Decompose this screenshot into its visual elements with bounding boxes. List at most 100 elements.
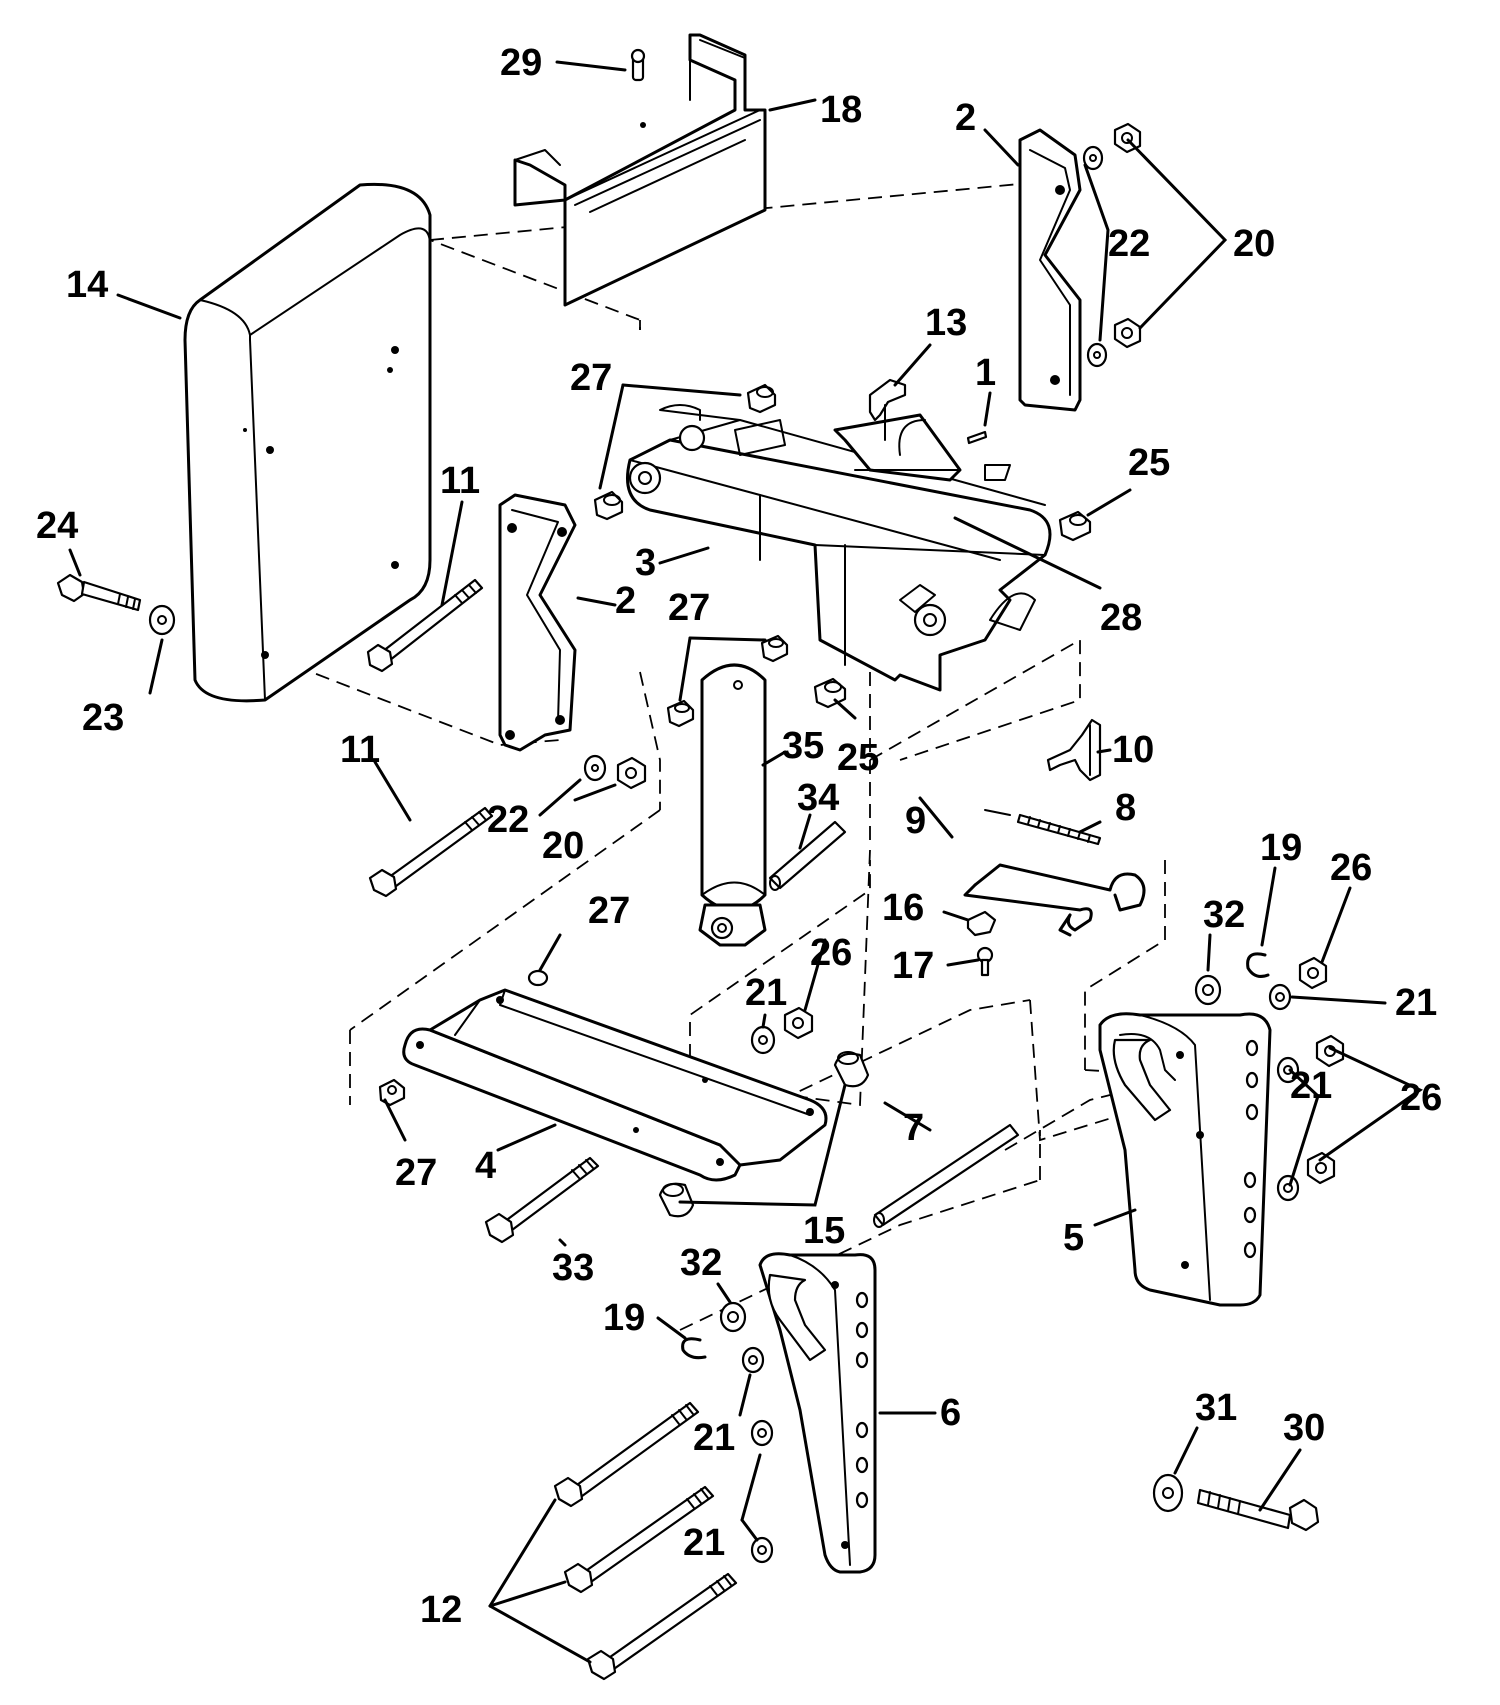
callout-19-left: 19 [603,1297,645,1339]
part-27-bushing-mid [593,490,624,521]
callout-7: 7 [903,1107,924,1149]
part-13-lock-lever [868,378,907,441]
callout-2-upper: 2 [955,97,976,139]
part-34-pin [768,820,847,891]
callout-8: 8 [1115,787,1136,829]
part-19-clip-right [1246,952,1270,978]
part-35-cylinder [698,663,767,947]
callout-19-right: 19 [1260,827,1302,869]
callout-31: 31 [1195,1387,1237,1429]
callout-28: 28 [1100,597,1142,639]
part-6-clamp-bracket-left [758,1252,877,1574]
part-12-bolt-c [586,1572,738,1681]
part-26-nut-mid [783,1006,814,1040]
callout-20-upper: 20 [1233,223,1275,265]
part-21-washer-left-a [741,1346,765,1374]
part-15-spacer-lower [658,1182,695,1218]
callout-24: 24 [36,505,78,547]
part-23-washer [148,604,176,636]
part-11-bolt-lower [368,806,494,898]
part-21-washer-mid [750,1025,776,1055]
callout-32-left: 32 [680,1242,722,1284]
part-24-bolt [56,573,142,612]
part-3-swivel-bracket [626,404,1052,692]
callout-2-lower: 2 [615,580,636,622]
callout-4: 4 [475,1145,496,1187]
part-32-washer-left [719,1301,747,1333]
part-26-nut-right-a [1315,1034,1345,1068]
callout-16: 16 [882,887,924,929]
callout-10: 10 [1112,729,1154,771]
callout-30: 30 [1283,1407,1325,1449]
callout-1: 1 [975,352,996,394]
part-22-washer-lower [1086,342,1108,368]
callout-34: 34 [797,777,839,819]
callout-26-mid: 26 [810,932,852,974]
callout-27-cradle: 27 [395,1152,437,1194]
part-26-nut-right-top [1298,956,1328,990]
part-16-clip [966,910,997,937]
part-27-bushing-cyl-top [760,634,789,663]
callout-22-upper: 22 [1108,223,1150,265]
part-27-bushing-top [746,383,777,414]
callout-9: 9 [905,800,926,842]
part-1-pin [966,430,988,445]
callout-labels: 29 18 2 22 20 14 13 1 27 25 24 11 3 2 28… [36,42,1442,1631]
callout-17: 17 [892,945,934,987]
part-29-screw [630,48,646,82]
callout-5: 5 [1063,1217,1084,1259]
callout-21-left-a: 21 [693,1417,735,1459]
part-26-nut-right-b [1306,1151,1336,1185]
part-30-bolt [1196,1488,1320,1532]
part-12-bolt-b [563,1485,715,1594]
callout-20-lower: 20 [542,825,584,867]
callout-23: 23 [82,697,124,739]
part-21-washer-right-b [1276,1174,1300,1202]
part-31-washer [1152,1473,1184,1513]
callout-35: 35 [782,725,824,767]
callout-15: 15 [803,1210,845,1252]
part-19-clip-left [681,1337,707,1360]
callout-18: 18 [820,89,862,131]
part-2-side-plate-right [1018,128,1082,412]
part-22-washer-upper [1082,145,1104,171]
callout-14: 14 [66,264,108,306]
callout-25-lower: 25 [837,737,879,779]
part-27-bushing-cyl-bottom [666,699,695,728]
part-8-spring [984,809,1102,846]
part-32-washer-right [1194,974,1222,1006]
part-12-bolt-a [553,1401,700,1508]
part-27-bushing-cradle [378,1078,406,1107]
callout-12: 12 [420,1589,462,1631]
callout-6: 6 [940,1392,961,1434]
callout-26-right: 26 [1400,1077,1442,1119]
part-14-cushion-pad [183,182,432,703]
callout-26-top-right: 26 [1330,847,1372,889]
part-9-wire-link [963,863,1146,937]
part-21-washer-left-c [750,1536,774,1564]
callout-21-mid: 21 [745,972,787,1014]
callout-25-upper: 25 [1128,442,1170,484]
callout-27-upper: 27 [570,357,612,399]
part-7-axle-rod [873,1123,1020,1228]
part-20-nut-left [616,756,647,790]
callout-3: 3 [635,542,656,584]
callout-13: 13 [925,302,967,344]
callout-29: 29 [500,42,542,84]
callout-33: 33 [552,1247,594,1289]
part-5-clamp-bracket-right [1098,1012,1272,1307]
callout-11-lower: 11 [340,729,380,771]
part-25-bushing-lower [813,677,847,709]
part-21-washer-left-b [750,1419,774,1447]
callout-32-right: 32 [1203,894,1245,936]
part-15-spacer-upper [833,1051,870,1088]
callout-11-upper: 11 [440,460,480,502]
part-20-nut-lower [1113,317,1142,349]
part-22-washer-left [583,754,607,782]
part-17-screw [976,946,994,977]
callout-22-lower: 22 [487,799,529,841]
callout-21-right-top: 21 [1395,982,1437,1024]
part-25-bushing-right [1058,510,1092,542]
